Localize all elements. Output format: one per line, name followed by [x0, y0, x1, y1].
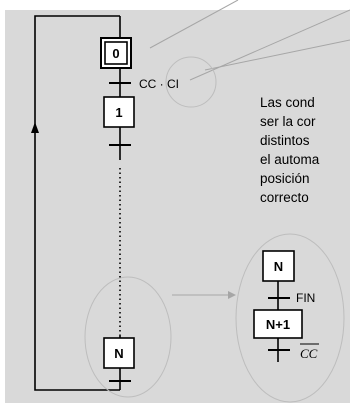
step-n: [103, 337, 135, 369]
return-loop-line: [34, 15, 120, 391]
zoom-condition-not-cc: CC: [300, 346, 318, 361]
loop-up-arrow: [31, 122, 39, 133]
step-1-label: 1: [115, 105, 122, 120]
zoom-step-n-label: N: [274, 259, 283, 274]
paragraph-line-6: correcto: [260, 190, 309, 205]
step-0: [100, 37, 132, 69]
callout-line-top: [149, 0, 239, 49]
zoom-arrow-head: [228, 291, 236, 299]
paragraph-line-2: ser la cor: [260, 114, 316, 129]
paragraph-line-5: posición: [260, 171, 310, 186]
zoom-ellipse: [235, 233, 345, 403]
zoom-step-n: [262, 250, 295, 282]
zoom-step-n1-label: N+1: [266, 317, 290, 332]
zoom-step-n1: [253, 309, 303, 339]
step-0-label: 0: [112, 46, 119, 61]
paragraph-line-3: distintos: [260, 133, 310, 148]
step-n-highlight-ellipse: [84, 276, 172, 398]
explanation-paragraph: Las cond ser la cor distintos el automa …: [260, 95, 320, 205]
callout-line-top-2: [189, 9, 350, 81]
transition-condition-label: CC · CI: [139, 77, 179, 91]
paragraph-line-4: el automa: [260, 152, 320, 167]
paragraph-line-1: Las cond: [260, 95, 315, 110]
callout-line-condition: [204, 39, 350, 71]
zoom-condition-fin: FIN: [296, 291, 315, 305]
step-1: [103, 96, 135, 128]
step-n-label: N: [114, 346, 123, 361]
condition-highlight-circle: [165, 56, 217, 108]
